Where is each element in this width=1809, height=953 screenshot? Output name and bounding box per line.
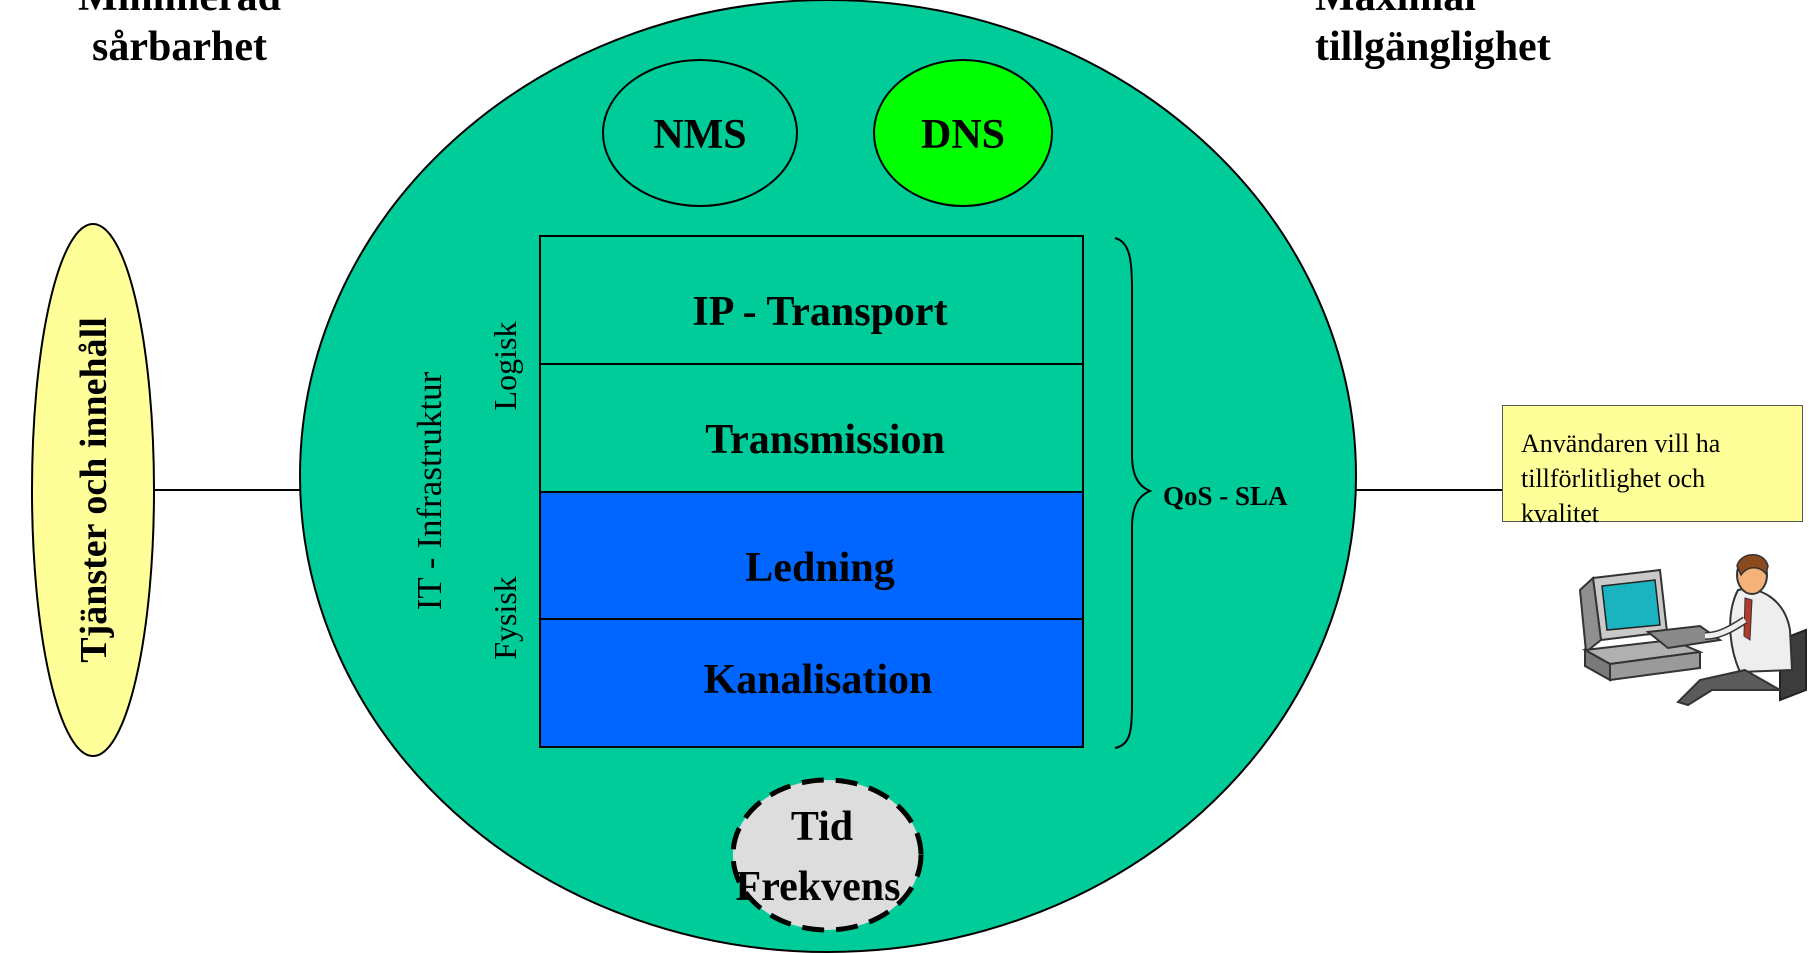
maximal-availability-line1: Maximal [1315,0,1476,20]
time-label: Tid [791,804,853,850]
infrastructure-label: IT - Infrastruktur [410,371,449,610]
user-requirement-callout: Användaren vill ha tillförlitlighet och … [1502,405,1803,528]
layer-ip-transport [539,235,1084,365]
maximal-availability-line2: tillgänglighet [1315,24,1551,70]
dns-ellipse [873,59,1053,207]
services-label: Tjänster och innehåll [73,317,115,663]
logical-label: Logisk [487,322,523,411]
dns-label: DNS [921,112,1005,158]
nms-label: NMS [653,112,746,158]
layer-kanalisation [539,618,1084,748]
minimized-vulnerability-line2: sårbarhet [92,24,267,70]
user-note-line3: kvalitet [1521,499,1599,528]
minimized-vulnerability-line1: Minimerad [78,0,281,20]
layer-ledning-label: Ledning [745,545,894,591]
qos-sla-label: QoS - SLA [1163,481,1288,511]
nms-ellipse [602,59,798,207]
layer-ledning [539,491,1084,620]
layer-transmission [539,363,1084,493]
user-note-line2: tillförlitlighet och [1521,464,1706,493]
layer-transmission-label: Transmission [705,417,945,463]
services-ellipse [31,223,155,757]
qos-brace [1114,237,1153,749]
time-frequency-ellipse [730,777,924,933]
layer-kanalisation-label: Kanalisation [704,657,933,703]
layer-ip-transport-label: IP - Transport [692,289,947,335]
frequency-label: Frekvens [736,864,901,910]
user-note-line1: Användaren vill ha [1521,429,1721,458]
physical-label: Fysisk [487,576,523,660]
computer-user-icon [1578,554,1807,707]
